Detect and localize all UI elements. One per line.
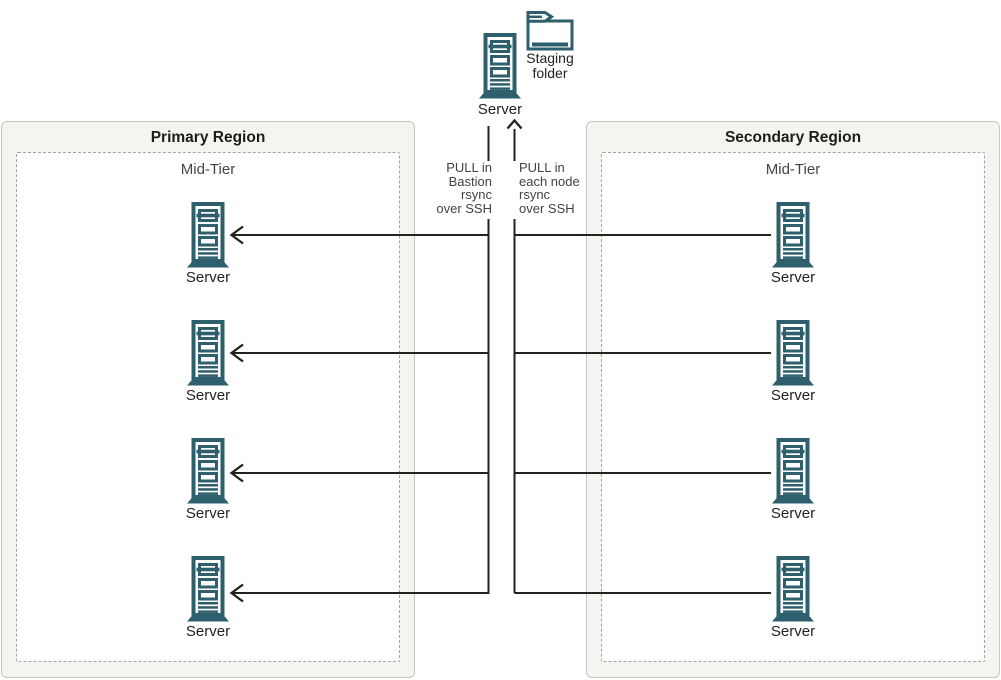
- flow-label-line: over SSH: [519, 201, 575, 217]
- arrowhead-up: [506, 118, 523, 130]
- staging-folder-label: Staging folder: [526, 50, 574, 81]
- server-icon: [479, 33, 521, 99]
- server-label: Server: [185, 623, 231, 640]
- server-node: Server: [163, 320, 253, 408]
- server-node: Server: [748, 202, 838, 290]
- server-label: Server: [185, 269, 231, 286]
- server-node: Server: [163, 202, 253, 290]
- flow-label-line: rsync: [460, 187, 492, 203]
- flow-label-pull-each-node: PULL in each node rsync over SSH: [519, 161, 615, 216]
- server-label: Server: [770, 505, 816, 522]
- secondary-mid-tier-title: Mid-Tier: [765, 161, 821, 178]
- server-icon: [772, 320, 814, 386]
- primary-server-column: Server Server Server: [163, 202, 253, 644]
- server-label: Server: [770, 387, 816, 404]
- server-label: Server: [770, 269, 816, 286]
- server-icon: [187, 556, 229, 622]
- secondary-region-title: Secondary Region: [724, 129, 862, 146]
- server-label: Server: [185, 505, 231, 522]
- flow-label-line: Bastion: [448, 173, 492, 189]
- flow-label-line: PULL in: [446, 160, 492, 175]
- server-icon: [187, 320, 229, 386]
- staging-folder-icon: [526, 11, 574, 51]
- staging-server-label: Server: [477, 101, 523, 118]
- server-icon: [187, 438, 229, 504]
- flow-label-pull-bastion: PULL in Bastion rsync over SSH: [398, 161, 492, 216]
- server-node: Server: [163, 556, 253, 644]
- server-label: Server: [185, 387, 231, 404]
- server-node: Server: [163, 438, 253, 526]
- server-icon: [772, 202, 814, 268]
- server-icon: [772, 556, 814, 622]
- server-icon: [772, 438, 814, 504]
- secondary-server-column: Server Server Server: [748, 202, 838, 644]
- flow-label-line: each node: [519, 173, 580, 189]
- flow-label-line: over SSH: [436, 201, 492, 217]
- server-node: Server: [748, 320, 838, 408]
- server-node: Server: [748, 438, 838, 526]
- server-label: Server: [770, 623, 816, 640]
- primary-region-title: Primary Region: [150, 129, 266, 146]
- primary-mid-tier-title: Mid-Tier: [180, 161, 236, 178]
- flow-label-line: rsync: [519, 187, 551, 203]
- server-node: Server: [748, 556, 838, 644]
- flow-label-line: PULL in: [519, 160, 565, 175]
- server-icon: [187, 202, 229, 268]
